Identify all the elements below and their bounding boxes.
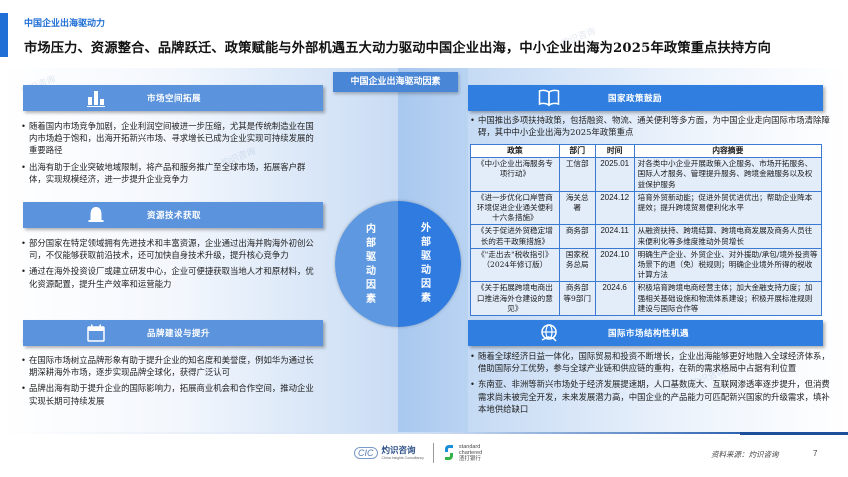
bullet-item: 随着全球经济日益一体化，国际贸易和投资不断增长，企业出海能够更好地融入全球经济体… — [470, 350, 832, 374]
policy-department: 工信部 — [558, 157, 596, 192]
policy-date: 2024.12 — [594, 190, 635, 226]
calendar-icon — [85, 323, 107, 343]
internal-factors-label: 内部驱动因素 — [366, 224, 376, 305]
policy-name: 《关于拓展跨境电商出口推进海外仓建设的意见》 — [470, 281, 560, 317]
section-title: 品牌建设与提升 — [147, 329, 211, 339]
policy-department: 商务部等9部门 — [558, 281, 596, 317]
section-title: 市场空间拓展 — [147, 94, 202, 104]
policy-name: 《关于促进外贸稳定增长的若干政策措施》 — [470, 224, 560, 249]
table-row: 《"走出去"税收指引》（2024年修订版） 国家税务总局 2024.10 明确生… — [470, 247, 823, 283]
cic-name-en: China Insights Consultancy — [381, 456, 424, 460]
market-expansion-bullets: 随着国内市场竞争加剧，企业利润空间被进一步压缩，尤其是传统制造业在国内市场趋于饱… — [21, 120, 321, 189]
cic-name: 灼识咨询 — [381, 446, 416, 456]
column-header-date: 时间 — [594, 143, 635, 159]
external-factors-label: 外部驱动因素 — [421, 223, 431, 304]
section-title: 国家政策鼓励 — [608, 94, 663, 104]
table-row: 《关于拓展跨境电商出口推进海外仓建设的意见》 商务部等9部门 2024.6 积极… — [470, 281, 823, 317]
bullet-item: 中国推出多项扶持政策，包括融资、物流、通关便利等多方面，为中国企业走向国际市场清… — [470, 114, 832, 138]
column-header-department: 部门 — [558, 143, 596, 159]
footer-accent-line — [740, 432, 848, 435]
bullet-item: 随着国内市场竞争加剧，企业利润空间被进一步压缩，尤其是传统制造业在国内市场趋于饱… — [21, 120, 321, 157]
driver-factors-circle: 内部驱动因素 外部驱动因素 — [335, 201, 461, 327]
sc-text-line: chartered — [458, 450, 483, 456]
section-subtitle: 中国企业出海驱动力 — [24, 19, 106, 29]
column-header-policy: 政策 — [470, 143, 560, 159]
table-row: 《关于促进外贸稳定增长的若干政策措施》 商务部 2024.11 从融资扶持、跨境… — [470, 224, 823, 249]
section-header-market-expansion: 市场空间拓展 — [23, 85, 323, 111]
policy-summary: 明确生产企业、外贸企业、对外援助/承包/境外投资等场景下的退（免）税规则；明确企… — [633, 247, 823, 283]
policy-department: 海关总署 — [558, 190, 596, 226]
resource-tech-bullets: 部分国家在特定领域拥有先进技术和丰富资源，企业通过出海并购海外初创公司，不仅能够… — [21, 237, 321, 294]
policy-date: 2024.6 — [594, 281, 635, 317]
page-title: 市场压力、资源整合、品牌跃迁、政策赋能与外部机遇五大动力驱动中国企业出海，中小企… — [24, 41, 772, 56]
center-header: 中国企业出海驱动因素 — [333, 72, 458, 92]
internal-half — [335, 201, 398, 327]
section-header-brand-building: 品牌建设与提升 — [23, 320, 323, 346]
bullet-item: 通过在海外投资设厂或建立研发中心，企业可便捷获取当地人才和原材料，优化资源配置，… — [21, 265, 321, 289]
policy-name: 《"走出去"税收指引》（2024年修订版） — [470, 247, 560, 283]
standard-chartered-logo: standard chartered 渣打银行 — [443, 444, 482, 462]
section-title: 国际市场结构性机遇 — [608, 329, 690, 339]
standard-chartered-mark-icon — [443, 444, 455, 462]
policy-summary: 对各类中小企业开展政策入企服务、市场开拓服务、国际人才服务、管理提升服务、跨境金… — [633, 157, 823, 192]
footer-divider — [0, 432, 740, 434]
bell-icon — [85, 205, 107, 225]
page-number: 7 — [813, 449, 818, 458]
cic-name-block: 灼识咨询 China Insights Consultancy — [382, 446, 424, 460]
policy-name: 《中小企业出海服务专项行动》 — [470, 157, 560, 192]
national-policy-bullets: 中国推出多项扶持政策，包括融资、物流、通关便利等多方面，为中国企业走向国际市场清… — [470, 114, 832, 142]
section-header-international-opportunity: 国际市场结构性机遇 — [468, 320, 823, 346]
sc-text-line: 渣打银行 — [458, 456, 481, 462]
policy-name: 《进一步优化口岸营商环境促进企业通关便利十六条措施》 — [470, 190, 560, 226]
column-header-summary: 内容摘要 — [633, 143, 823, 159]
sc-text-line: standard — [458, 444, 481, 450]
external-half — [398, 201, 461, 327]
bar-chart-icon — [85, 88, 107, 108]
source-note: 资料来源：灼识咨询 — [711, 450, 779, 459]
section-header-resource-tech: 资源技术获取 — [23, 202, 323, 228]
policy-summary: 积极培育跨境电商经营主体；加大金融支持力度；加强相关基础设施和物流体系建设；积极… — [633, 281, 823, 317]
international-opportunity-bullets: 随着全球经济日益一体化，国际贸易和投资不断增长，企业出海能够更好地融入全球经济体… — [470, 350, 832, 419]
footer-logos: CIC 灼识咨询 China Insights Consultancy stan… — [354, 443, 482, 463]
table-header-row: 政策 部门 时间 内容摘要 — [470, 143, 823, 159]
bullet-item: 部分国家在特定领域拥有先进技术和丰富资源，企业通过出海并购海外初创公司，不仅能够… — [21, 237, 321, 261]
globe-hand-icon — [538, 323, 560, 343]
policy-date: 2024.10 — [594, 247, 635, 283]
brand-building-bullets: 在国际市场树立品牌形象有助于提升企业的知名度和美誉度，例如华为通过长期深耕海外市… — [21, 354, 321, 411]
policy-department: 国家税务总局 — [558, 247, 596, 283]
policy-department: 商务部 — [558, 224, 596, 249]
logo-divider — [432, 443, 434, 463]
bullet-item: 品牌出海有助于提升企业的国际影响力，拓展商业机会和合作空间，推动企业实现长期可持… — [21, 382, 321, 406]
table-row: 《中小企业出海服务专项行动》 工信部 2025.01 对各类中小企业开展政策入企… — [470, 157, 823, 192]
bullet-item: 出海有助于企业突破地域限制，将产品和服务推广至全球市场，拓展客户群体，实现规模经… — [21, 161, 321, 185]
book-icon — [538, 88, 560, 108]
cic-logo: CIC 灼识咨询 China Insights Consultancy — [354, 446, 424, 460]
policy-summary: 从融资扶持、跨境结算、跨境电商发展及商务人员往来便利化等多维度推动外贸增长 — [633, 224, 823, 249]
accent-bar — [0, 13, 8, 57]
policy-date: 2024.11 — [594, 224, 635, 249]
policy-date: 2025.01 — [594, 157, 635, 192]
standard-chartered-text: standard chartered 渣打银行 — [459, 444, 482, 462]
section-title: 资源技术获取 — [147, 211, 202, 221]
bullet-item: 东南亚、非洲等新兴市场处于经济发展提速期，人口基数庞大、互联网渗透率逐步提升，但… — [470, 378, 832, 415]
bullet-item: 在国际市场树立品牌形象有助于提升企业的知名度和美誉度，例如华为通过长期深耕海外市… — [21, 354, 321, 378]
policy-summary: 培育外贸新动能；促进外贸优进优出；帮助企业降本提效；提升跨境贸易便利化水平 — [633, 190, 823, 226]
policy-table: 政策 部门 时间 内容摘要 《中小企业出海服务专项行动》 工信部 2025.01… — [470, 143, 823, 317]
table-row: 《进一步优化口岸营商环境促进企业通关便利十六条措施》 海关总署 2024.12 … — [470, 190, 823, 226]
section-header-national-policy: 国家政策鼓励 — [468, 85, 823, 111]
cic-mark: CIC — [354, 447, 378, 459]
